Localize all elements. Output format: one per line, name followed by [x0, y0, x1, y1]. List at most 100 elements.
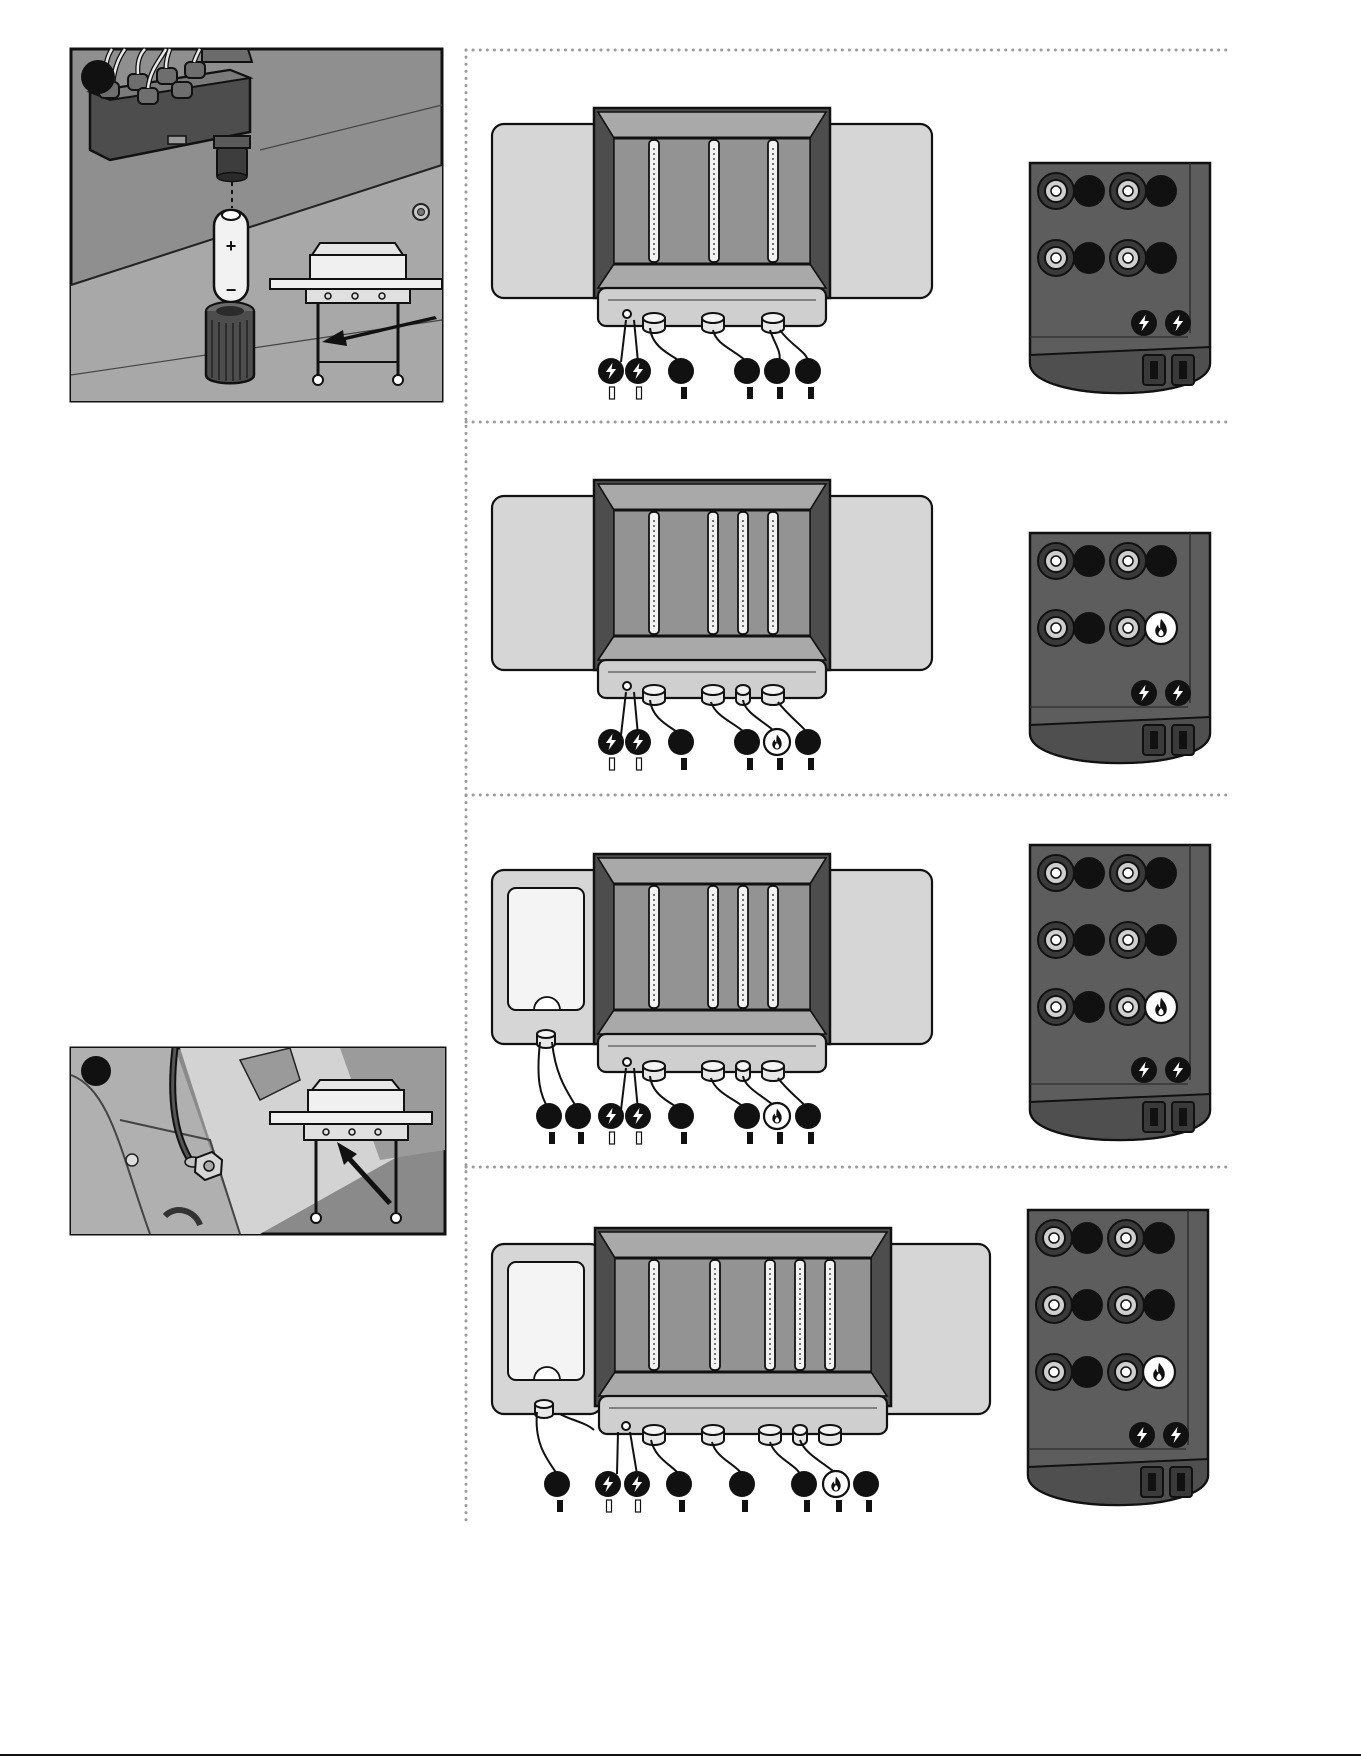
left-side-shelf — [492, 496, 610, 670]
spark-terminal — [637, 1132, 642, 1144]
wire-badge — [1145, 545, 1177, 577]
knob-socket-center — [1051, 868, 1061, 878]
ground-wire-inset — [71, 1048, 445, 1234]
valve-top — [736, 685, 750, 695]
footer-line — [0, 1754, 1361, 1756]
spark-badge — [595, 1471, 621, 1497]
flame-badge — [823, 1471, 849, 1497]
ignition-module-panel — [1030, 533, 1210, 763]
ignition-wire — [770, 1442, 800, 1474]
burner-tube — [710, 1260, 720, 1370]
burner-tube — [649, 512, 659, 634]
spark-badge — [1163, 1422, 1189, 1448]
wire-badge — [668, 358, 694, 384]
spark-port-slot — [1179, 1108, 1187, 1126]
igniter-button — [622, 1422, 630, 1430]
knob-socket-center — [1051, 253, 1061, 263]
igniter-button — [623, 1058, 631, 1066]
burner-tube — [768, 886, 778, 1008]
wire-terminal — [557, 1500, 563, 1512]
left-side-shelf — [492, 124, 610, 298]
spark-badge — [624, 1471, 650, 1497]
wire-badge — [764, 358, 790, 384]
valve-top — [643, 1425, 665, 1435]
wire-terminal — [777, 387, 783, 399]
wire-terminal — [747, 758, 753, 770]
wire-badge — [1145, 857, 1177, 889]
side-burner-cutout — [508, 888, 584, 1010]
spark-terminal — [610, 758, 615, 770]
wire-badge — [1073, 991, 1105, 1023]
wire-badge — [1073, 242, 1105, 274]
knob-socket-center — [1121, 1300, 1131, 1310]
wire-terminal — [549, 1132, 555, 1144]
ignition-wire — [538, 1042, 549, 1110]
knob-socket-center — [1123, 253, 1133, 263]
spark-badge — [598, 358, 624, 384]
wire-terminal — [681, 1132, 687, 1144]
side-burner-valve-top — [535, 1400, 553, 1408]
valve-top — [643, 1061, 665, 1071]
knob-socket-center — [1123, 935, 1133, 945]
wire-terminal — [679, 1500, 685, 1512]
wire-badge — [565, 1103, 591, 1129]
wiring-diagrams — [492, 108, 1210, 1512]
spark-terminal — [637, 387, 642, 399]
valve-top — [643, 313, 665, 323]
spark-port-slot — [1177, 1473, 1185, 1491]
battery-plus: + — [226, 236, 237, 256]
ignition-module-panel — [1030, 845, 1210, 1140]
spark-port-slot — [1150, 1108, 1158, 1126]
ignition-wire — [630, 1432, 637, 1474]
wire-terminal — [578, 1132, 584, 1144]
wire-badge — [1073, 924, 1105, 956]
wiring-diagram-three-burner-sear — [492, 480, 1210, 770]
spark-port-slot — [1179, 361, 1187, 379]
wiring-diagram-three-burner — [492, 108, 1210, 399]
knob-socket-center — [1049, 1233, 1059, 1243]
wire-badge — [795, 1103, 821, 1129]
wire-badge — [1143, 1289, 1175, 1321]
battery-inset: + − — [71, 49, 442, 401]
wire-terminal — [804, 1500, 810, 1512]
knob-socket-center — [1051, 556, 1061, 566]
igniter-button — [623, 682, 631, 690]
wire-badge — [1071, 1356, 1103, 1388]
knob-socket-center — [1121, 1367, 1131, 1377]
wire-badge — [791, 1471, 817, 1497]
burner-tube — [795, 1260, 805, 1370]
valve-top — [762, 1061, 784, 1071]
gas-valve — [819, 1425, 841, 1445]
burner-tube — [708, 512, 718, 634]
burner-tube — [768, 140, 778, 262]
spark-terminal — [636, 1500, 641, 1512]
flame-badge — [764, 1103, 790, 1129]
knob-socket-center — [1123, 186, 1133, 196]
wire-terminal — [681, 387, 687, 399]
wire-badge — [1071, 1289, 1103, 1321]
wire-badge — [1073, 175, 1105, 207]
spark-terminal — [610, 387, 615, 399]
burner-tube — [765, 1260, 775, 1370]
gas-valve — [643, 313, 665, 333]
flame-badge — [764, 729, 790, 755]
ignition-wire — [713, 330, 747, 362]
gas-valve — [702, 1061, 724, 1081]
spark-port-slot — [1148, 1473, 1156, 1491]
wire-terminal — [808, 758, 814, 770]
valve-top — [736, 1061, 750, 1071]
wire-terminal — [866, 1500, 872, 1512]
wire-terminal — [777, 1132, 783, 1144]
wire-badge — [668, 729, 694, 755]
wire-terminal — [808, 387, 814, 399]
wire-terminal — [681, 758, 687, 770]
knob-socket-center — [1051, 623, 1061, 633]
burner-tube — [825, 1260, 835, 1370]
wire-badge — [536, 1103, 562, 1129]
wire-badge — [795, 358, 821, 384]
knob-socket-center — [1123, 623, 1133, 633]
valve-top — [762, 313, 784, 323]
flame-badge — [1145, 612, 1177, 644]
wire-badge — [1073, 857, 1105, 889]
